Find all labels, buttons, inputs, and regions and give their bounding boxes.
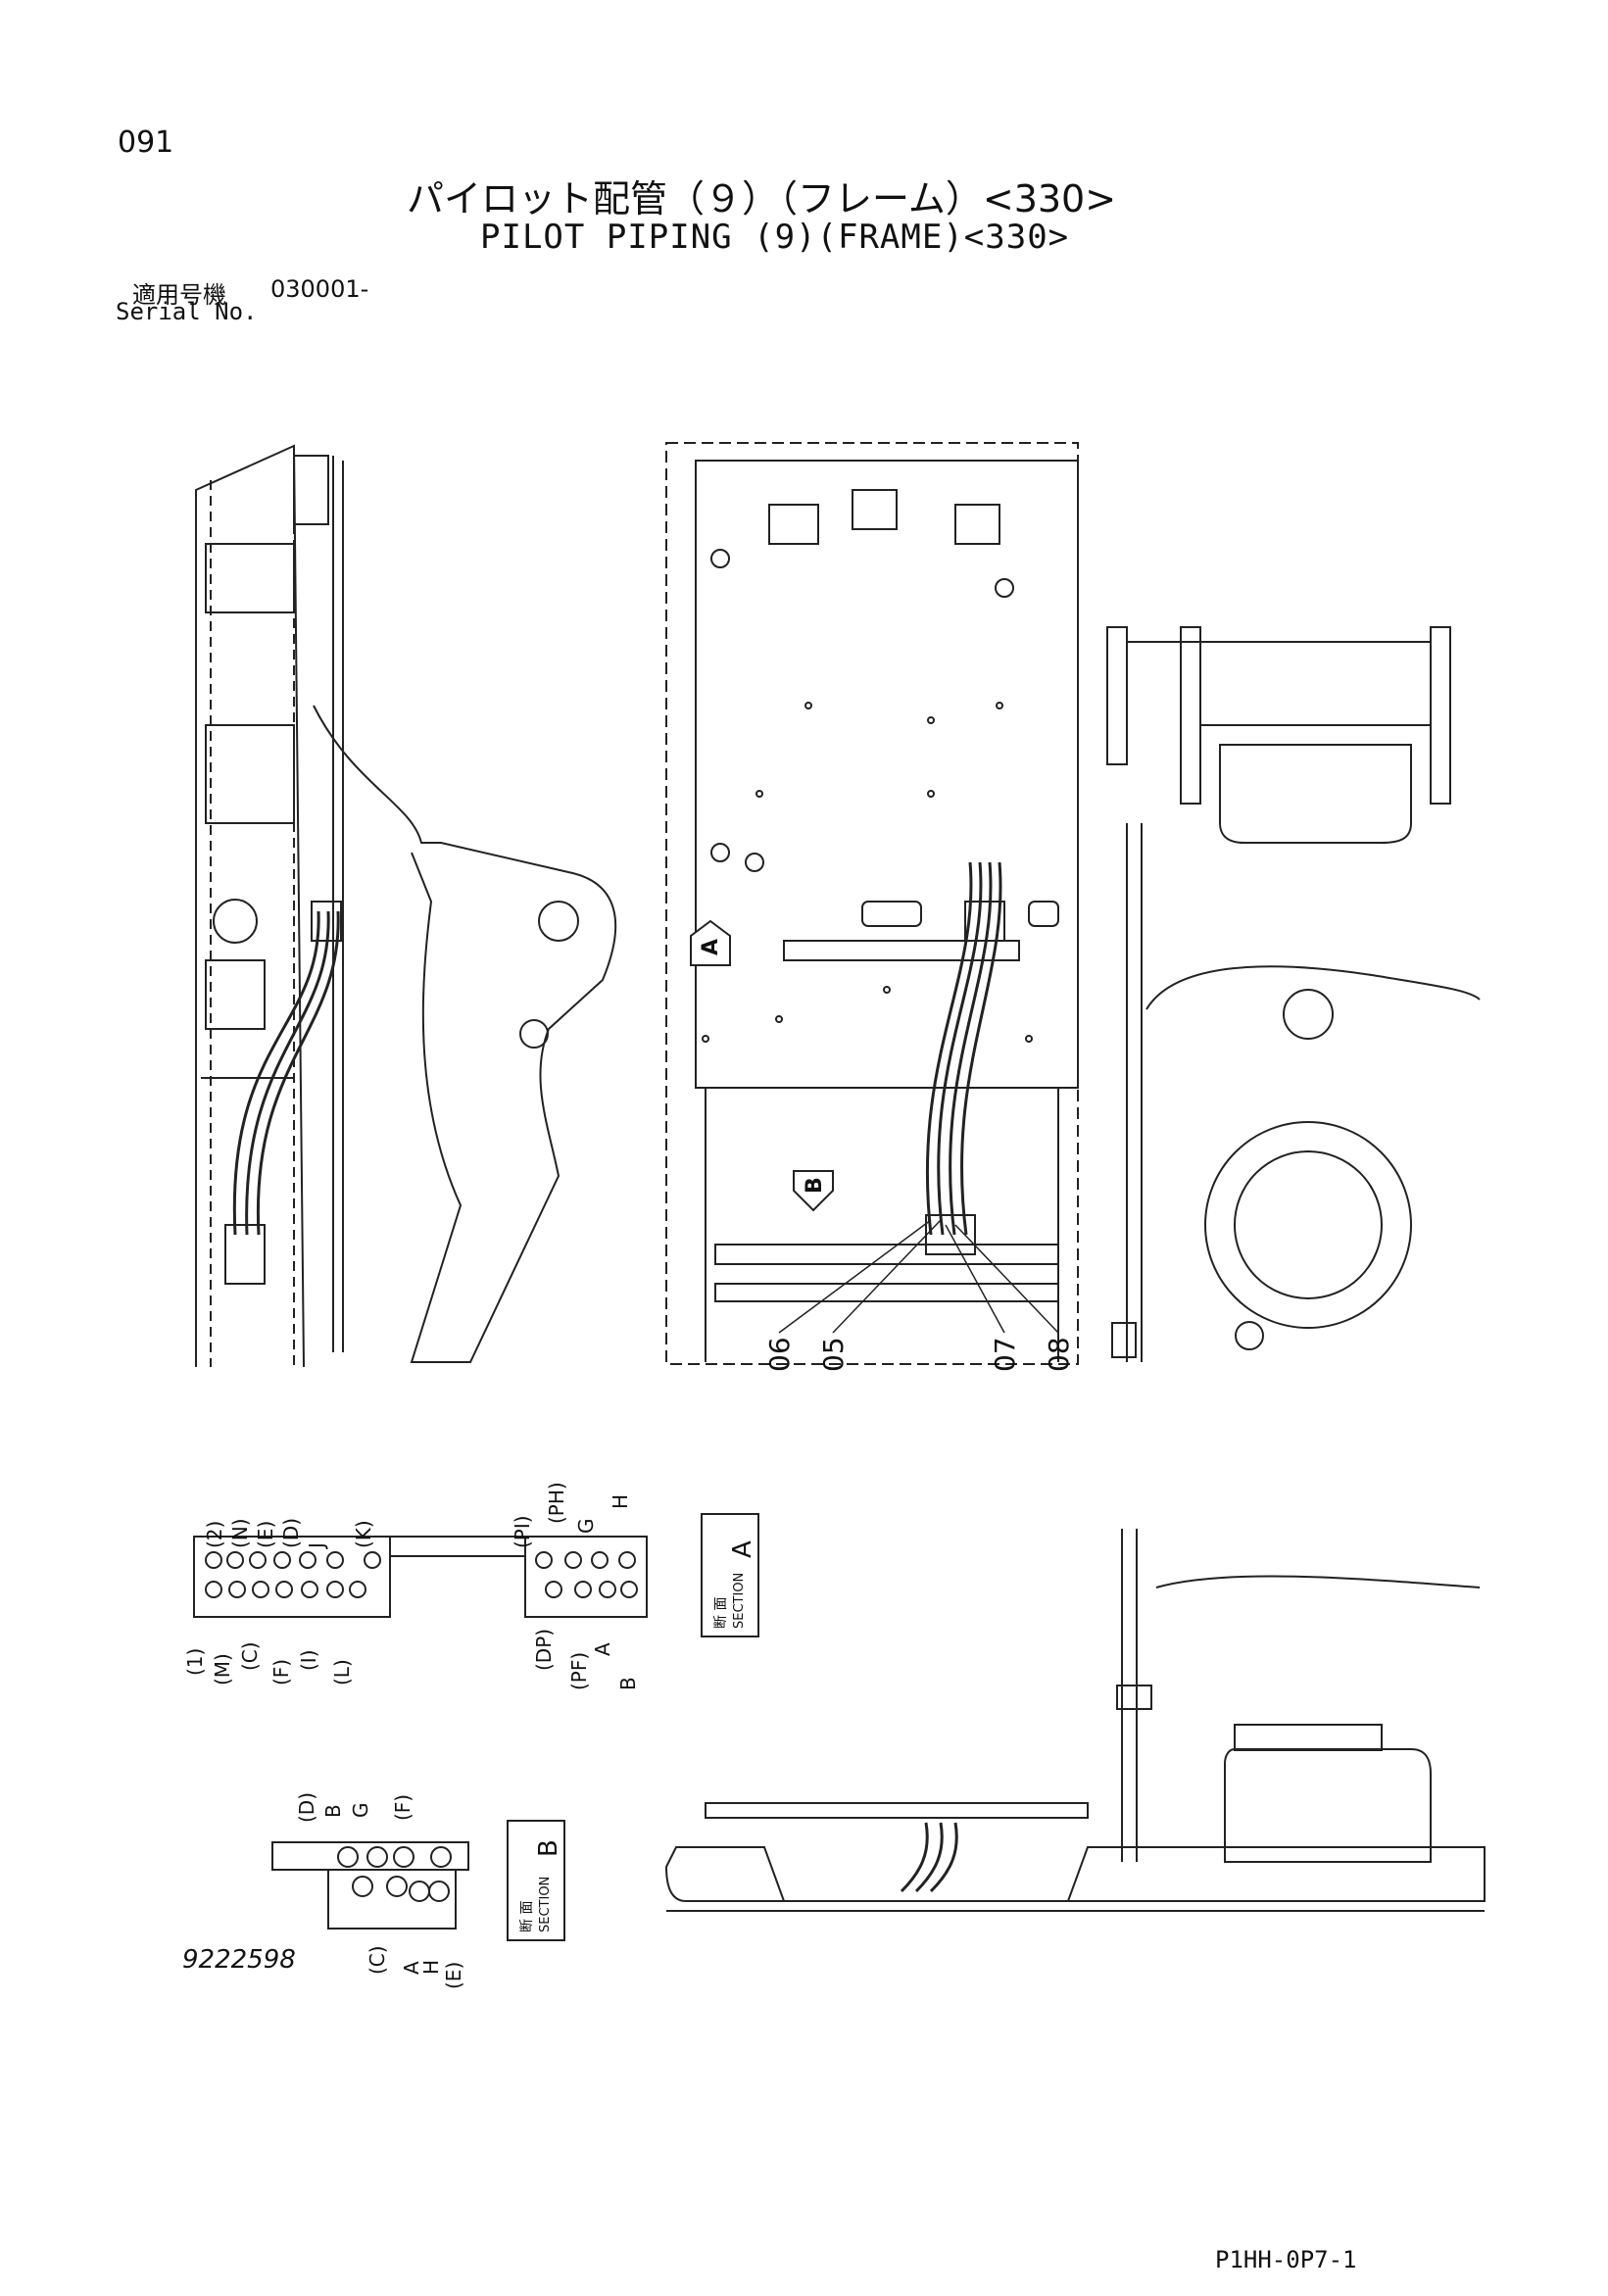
section-b-label: (C)	[365, 1945, 389, 1975]
view-marker-b: B	[803, 1177, 827, 1194]
drawing-number: 9222598	[182, 1945, 296, 1975]
section-a-label: (2)	[203, 1521, 226, 1548]
section-a-label: G	[574, 1519, 598, 1535]
section-a-ports	[205, 1551, 638, 1598]
section-a-tag-en: SECTION	[732, 1573, 747, 1629]
frame-right-view	[1106, 626, 1481, 1362]
section-a-label: (PI)	[511, 1515, 534, 1548]
section-a-label: J	[305, 1542, 328, 1550]
section-a-label: (E)	[254, 1521, 277, 1548]
page-title-japanese: パイロット配管（９）（フレーム）<330>	[407, 177, 1117, 220]
serial-label-english: Serial No.	[116, 298, 258, 325]
section-b-view	[271, 1820, 565, 1941]
section-b-tag-jp: 断 面	[519, 1901, 535, 1932]
callout-06: 06	[763, 1337, 796, 1372]
section-a-label: (DP)	[532, 1629, 556, 1671]
page-number: 091	[118, 125, 174, 160]
section-a-label: (C)	[238, 1641, 262, 1671]
section-a-label: (PF)	[567, 1652, 591, 1690]
section-a-label: (D)	[279, 1518, 303, 1548]
sheet-code: P1HH-0P7-1	[1215, 2246, 1357, 2273]
section-b-letter: B	[534, 1839, 563, 1857]
page-title-english: PILOT PIPING (9)(FRAME)<330>	[480, 218, 1070, 257]
section-a-tag-jp: 断 面	[713, 1597, 729, 1629]
section-b-tag-en: SECTION	[538, 1877, 553, 1932]
serial-label-japanese: 適用号機	[132, 281, 226, 309]
section-a-label: (L)	[330, 1659, 354, 1685]
section-a-label: (K)	[352, 1520, 375, 1548]
section-a-labels: (2) (N) (E) (D) J (K) (1) (M) (C) (F) (I…	[183, 1482, 757, 1690]
serial-number-value: 030001-	[270, 275, 369, 303]
section-a-label: (1)	[183, 1648, 207, 1676]
section-a-label: (N)	[228, 1518, 252, 1548]
section-a-letter: A	[728, 1540, 757, 1558]
section-a-label: B	[616, 1677, 640, 1690]
section-b-labels: (D) B G (F) (C) A H (E) 断 面 SECTION B	[295, 1792, 563, 1989]
section-b-label: G	[349, 1803, 372, 1819]
view-marker-a: A	[699, 939, 723, 955]
section-a-label: (M)	[211, 1653, 234, 1685]
elevation-view	[664, 1529, 1486, 1912]
section-b-label: (E)	[442, 1962, 465, 1989]
section-a-label: A	[591, 1642, 614, 1656]
section-b-label: (F)	[391, 1794, 414, 1821]
frame-plan-view	[665, 442, 1079, 1365]
section-b-label: H	[419, 1960, 443, 1975]
section-a-label: (F)	[269, 1659, 293, 1685]
section-b-label: A	[400, 1961, 423, 1975]
section-b-label: (D)	[295, 1792, 318, 1823]
callout-08: 08	[1043, 1337, 1075, 1372]
section-b-label: B	[321, 1804, 345, 1818]
frame-side-view	[195, 444, 617, 1368]
section-a-label: (PH)	[545, 1482, 568, 1524]
callout-05: 05	[817, 1337, 850, 1372]
callout-07: 07	[989, 1337, 1021, 1372]
section-a-view	[193, 1513, 759, 1637]
section-a-label: H	[609, 1494, 632, 1509]
section-a-label: (I)	[297, 1649, 320, 1671]
